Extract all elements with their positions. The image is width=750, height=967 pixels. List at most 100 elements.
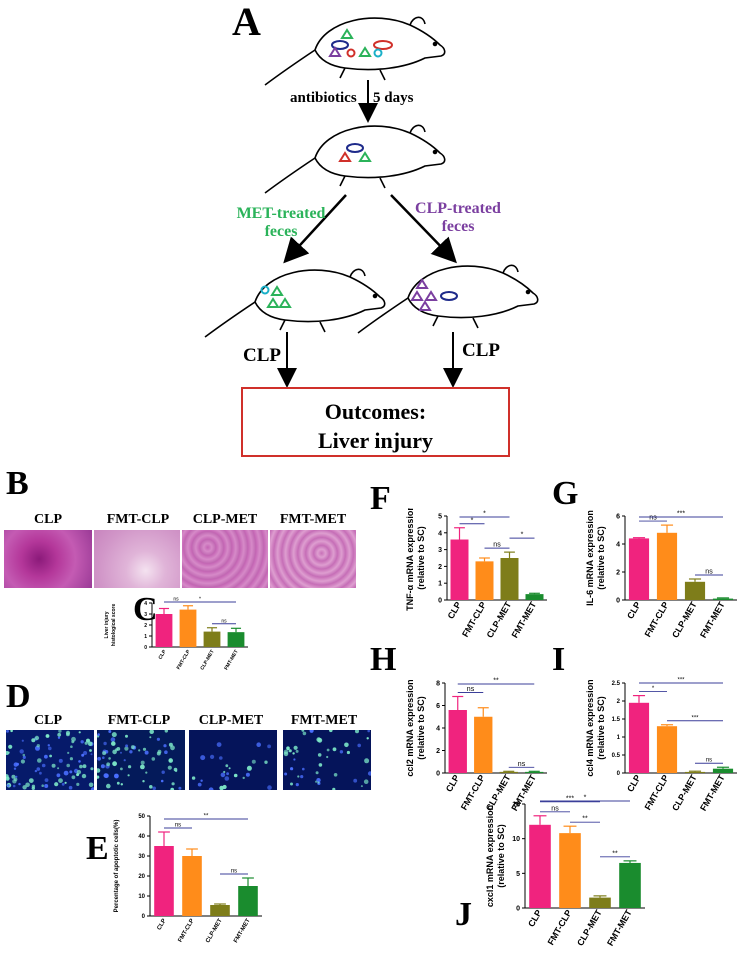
bar-clp bbox=[529, 824, 551, 908]
y-tick-label: 0 bbox=[142, 914, 146, 920]
outcome-box: Outcomes: Liver injury bbox=[241, 387, 510, 457]
y-tick-label: 1 bbox=[617, 735, 621, 741]
y-axis-label: ccl2 mRNA expression bbox=[405, 679, 415, 776]
bar-fmt-met bbox=[712, 598, 734, 600]
significance-label: ** bbox=[612, 850, 618, 857]
bar-fmt-met bbox=[712, 768, 734, 773]
significance-label: *** bbox=[677, 678, 685, 684]
significance-label: * bbox=[471, 517, 474, 524]
bar-fmt-met bbox=[227, 632, 245, 647]
y-tick-label: 0 bbox=[516, 905, 520, 912]
mouse-icon bbox=[204, 268, 386, 338]
b-label-fmt-clp: FMT-CLP bbox=[106, 512, 170, 527]
y-axis-label: TNF-α mRNA expression bbox=[405, 508, 415, 611]
y-axis-label: cxcl1 mRNA expression bbox=[485, 805, 495, 907]
outcome-title: Outcomes: bbox=[324, 399, 427, 424]
x-tick-label: FMT-CLP bbox=[178, 918, 196, 944]
x-tick-label: FMT-MET bbox=[223, 649, 239, 671]
y-tick-label: 2 bbox=[617, 699, 621, 705]
bar-clp-met bbox=[589, 897, 611, 908]
panel-letter-b: B bbox=[6, 465, 29, 502]
y-tick-label: 6 bbox=[616, 513, 620, 520]
if-image-fmt-met bbox=[283, 730, 371, 790]
if-image-clp-met bbox=[189, 730, 277, 790]
if-image-clp bbox=[6, 730, 94, 790]
bar-clp bbox=[154, 846, 174, 916]
significance-label: ns bbox=[221, 618, 227, 624]
significance-label: ns bbox=[173, 597, 179, 603]
x-tick-label: CLP-MET bbox=[205, 918, 224, 944]
y-tick-label: 2 bbox=[616, 569, 620, 576]
y-tick-label: 10 bbox=[138, 894, 145, 900]
significance-label: ** bbox=[582, 816, 588, 823]
y-axis-label: ccl4 mRNA expression bbox=[585, 679, 595, 776]
significance-label: ns bbox=[493, 542, 501, 549]
x-tick-label: CLP bbox=[444, 773, 462, 794]
mouse-icon bbox=[357, 264, 539, 334]
d-label-fmt-met: FMT-MET bbox=[290, 713, 358, 728]
bar-fmt-clp bbox=[656, 726, 678, 773]
he-image-clp bbox=[4, 530, 92, 588]
y-tick-label: 6 bbox=[436, 703, 440, 710]
bar-clp bbox=[450, 539, 469, 600]
significance-label: ** bbox=[493, 678, 499, 685]
y-tick-label: 30 bbox=[138, 854, 145, 860]
significance-label: ns bbox=[175, 823, 181, 829]
y-tick-label: 10 bbox=[512, 836, 520, 843]
y-tick-label: 0 bbox=[436, 770, 440, 777]
clp-feces-line2: feces bbox=[441, 217, 475, 235]
panel-letter-d: D bbox=[6, 678, 31, 715]
y-tick-label: 15 bbox=[512, 801, 520, 808]
y-tick-label: 0 bbox=[144, 645, 147, 651]
clp-label-left: CLP bbox=[243, 345, 281, 366]
bar-fmt-met bbox=[525, 594, 544, 600]
bar-clp-met bbox=[500, 558, 519, 600]
significance-label: * bbox=[483, 511, 486, 518]
y-tick-label: 0 bbox=[617, 771, 621, 777]
y-tick-label: 1 bbox=[438, 581, 442, 588]
x-tick-label: FMT-MET bbox=[233, 918, 252, 944]
d-label-clp: CLP bbox=[34, 713, 62, 728]
y-axis-label: histological score bbox=[111, 604, 117, 647]
b-label-clp-met: CLP-MET bbox=[192, 512, 258, 527]
y-tick-label: 2 bbox=[438, 564, 442, 571]
panel-letter-f: F bbox=[370, 480, 391, 517]
y-tick-label: 4 bbox=[144, 601, 147, 607]
y-axis-label: IL-6 mRNA expression bbox=[585, 510, 595, 606]
bar-clp-met bbox=[203, 631, 221, 647]
bar-fmt-clp bbox=[182, 856, 202, 916]
if-image-fmt-clp bbox=[97, 730, 185, 790]
y-tick-label: 0 bbox=[438, 597, 442, 604]
y-tick-label: 2 bbox=[436, 748, 440, 755]
x-tick-label: CLP-MET bbox=[670, 773, 699, 813]
outcome-result: Liver injury bbox=[317, 427, 434, 453]
x-tick-label: FMT-CLP bbox=[546, 908, 574, 947]
bar-clp bbox=[628, 702, 650, 773]
x-tick-label: CLP-MET bbox=[575, 908, 604, 948]
y-axis-label: (relative to SC) bbox=[596, 526, 606, 590]
y-axis-label: Percentage of apoptotic cells(%) bbox=[114, 820, 120, 913]
panel-letter-h: H bbox=[370, 641, 397, 678]
b-label-fmt-met: FMT-MET bbox=[279, 512, 347, 527]
bar-clp bbox=[155, 614, 173, 647]
panel-letter-c: C bbox=[133, 591, 158, 628]
clp-feces-line1: CLP-treated bbox=[415, 200, 501, 217]
bar-fmt-met bbox=[238, 886, 258, 916]
y-axis-label: (relative to SC) bbox=[496, 824, 506, 888]
y-tick-label: 5 bbox=[438, 513, 442, 520]
y-tick-label: 4 bbox=[436, 725, 440, 732]
x-tick-label: CLP bbox=[625, 600, 643, 621]
y-tick-label: 40 bbox=[138, 834, 145, 840]
panel-letter-g: G bbox=[552, 475, 579, 512]
bar-fmt-clp bbox=[474, 716, 493, 773]
significance-label: * bbox=[199, 597, 201, 603]
panel-letter-j: J bbox=[455, 896, 472, 933]
x-tick-label: CLP bbox=[526, 908, 544, 929]
bar-clp-met bbox=[499, 771, 518, 773]
significance-label: ns bbox=[706, 758, 712, 764]
